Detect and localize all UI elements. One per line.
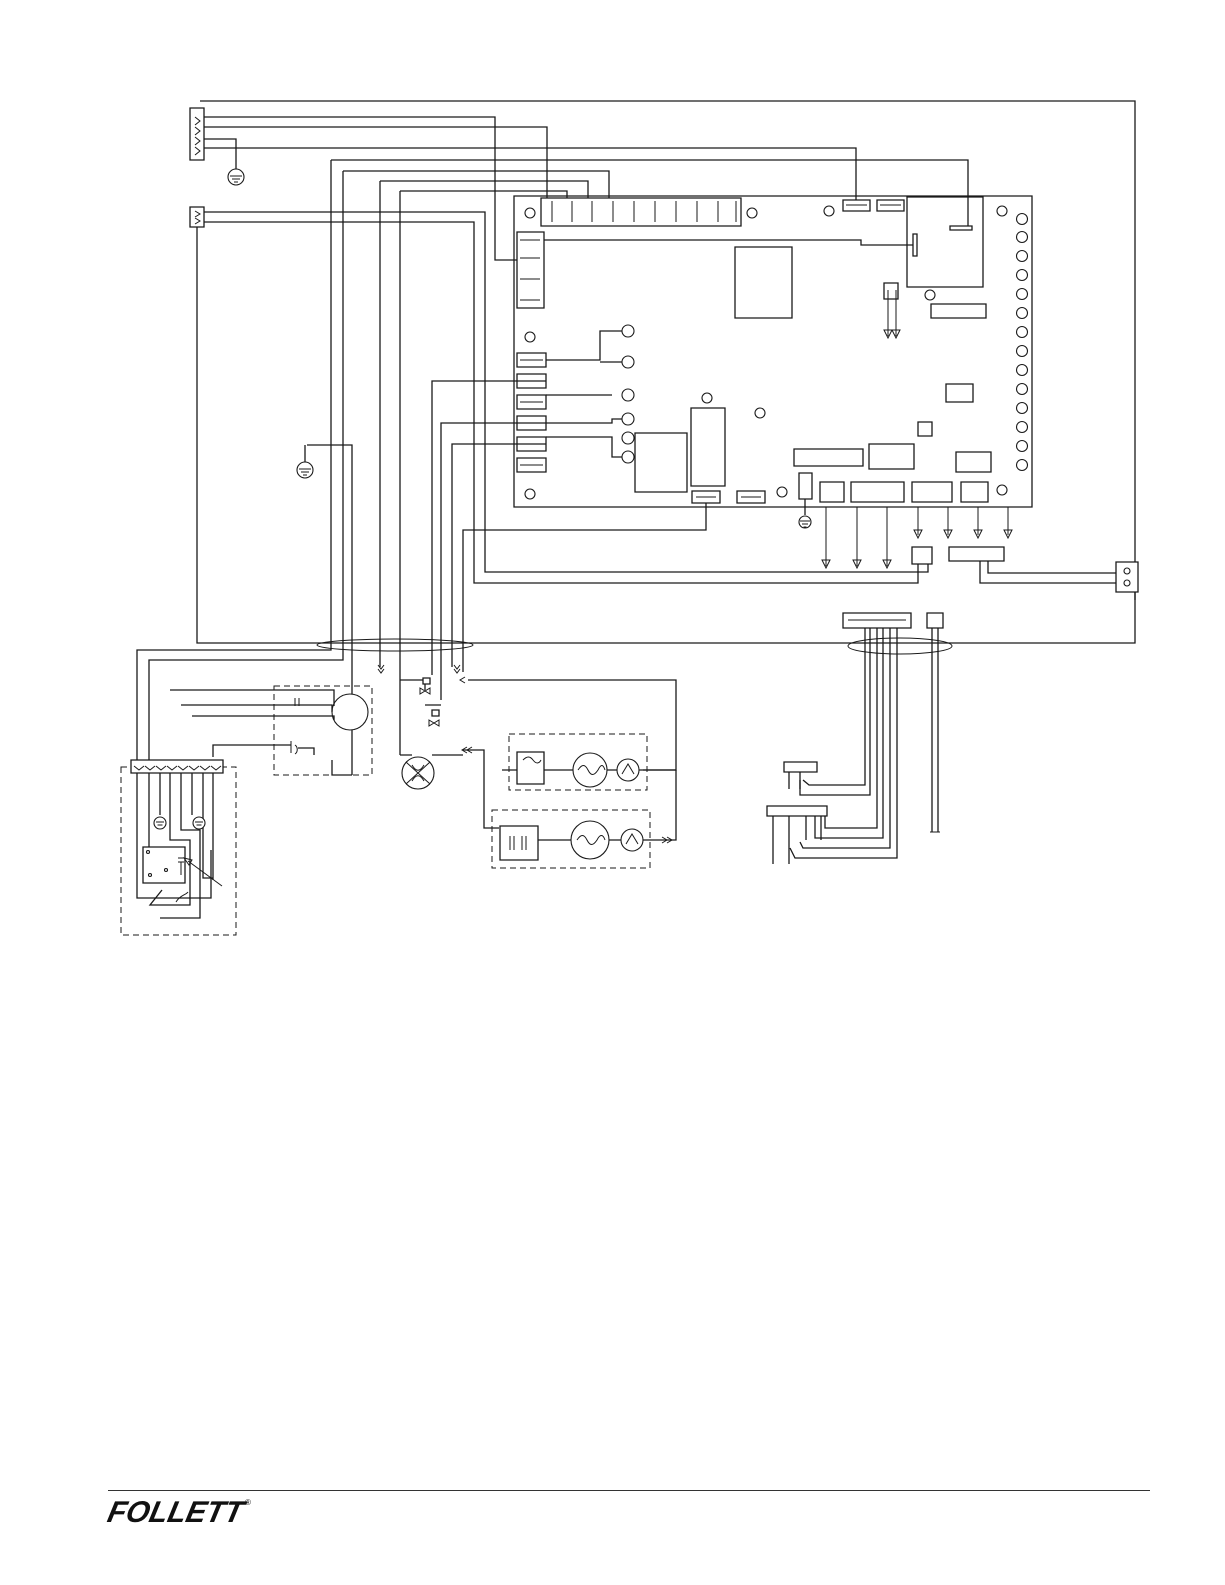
control-board xyxy=(514,196,1032,528)
water-solenoid-valve xyxy=(400,678,441,726)
compressor-terminal-box xyxy=(121,760,236,935)
wiring-diagram xyxy=(0,0,1225,960)
footer-rule xyxy=(108,1490,1150,1491)
brand-logo-text: FOLLETT xyxy=(105,1498,246,1528)
run-capacitor xyxy=(213,741,314,757)
sensor-harness xyxy=(767,613,943,864)
auger-motor xyxy=(462,747,676,868)
line-voltage-terminal-block xyxy=(190,108,204,160)
ground-symbol xyxy=(204,139,244,185)
condenser-fan-motor xyxy=(378,665,463,789)
gearmotor xyxy=(460,677,676,790)
brand-logo: FOLLETT® xyxy=(108,1498,278,1528)
low-voltage-terminal-block xyxy=(190,207,204,227)
high-pressure-switch xyxy=(332,760,352,775)
